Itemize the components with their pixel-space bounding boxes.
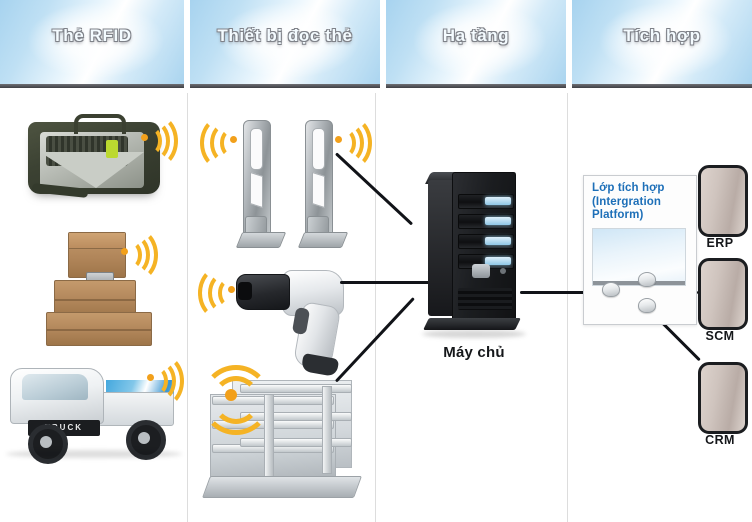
column-header-infrastructure[interactable]: Hạ tầng [386, 0, 566, 88]
gate-slot-lower [250, 171, 263, 209]
server-vent-grille [458, 288, 512, 310]
column-divider-2 [375, 93, 376, 522]
platform-connector-nub-bottom [638, 298, 656, 313]
server-drive-bay-2 [458, 214, 514, 229]
wave-arc-3 [114, 228, 158, 282]
wifi-wave-icon [120, 228, 162, 282]
box-bottom [46, 312, 152, 346]
rfid-gate-antenna-left [235, 120, 289, 250]
wave-arc-3 [134, 114, 178, 168]
hp-logo-icon [472, 264, 490, 278]
column-header-integration[interactable]: Tích hợp [572, 0, 752, 88]
truck-front-wheel [28, 424, 68, 464]
server-side-panel [428, 180, 454, 316]
connector-scanner-to-server [340, 281, 430, 284]
connector-server-to-platform [520, 291, 626, 294]
truck-windshield [22, 374, 88, 400]
column-header-integration-label: Tích hợp [623, 26, 701, 45]
column-header-tags[interactable]: Thẻ RFID [0, 0, 184, 88]
column-divider-3 [567, 93, 568, 522]
wave-arc-3 [200, 116, 244, 170]
column-divider-1 [187, 93, 188, 522]
wave-arc-3 [328, 116, 372, 170]
smart-shelf [201, 372, 363, 500]
platform-connector-nub-left [602, 282, 620, 297]
shelf-base [201, 476, 363, 498]
bag-handle [74, 114, 126, 134]
module-crm[interactable] [698, 362, 748, 434]
column-header-tags-label: Thẻ RFID [52, 26, 132, 45]
box-middle-seam [55, 299, 135, 301]
server-label: Máy chủ [443, 344, 505, 361]
broadcast-arc-2 [201, 365, 271, 435]
wifi-wave-icon [146, 354, 188, 408]
module-erp[interactable] [698, 165, 748, 237]
server-power-button[interactable] [500, 268, 506, 274]
platform-connector-nub-top [638, 272, 656, 287]
shelf-upright-2 [322, 386, 332, 474]
header-separator-2 [380, 0, 386, 93]
shelf-board-back-3 [240, 438, 352, 447]
header-separator-3 [566, 0, 572, 93]
handheld-rfid-scanner [236, 268, 351, 378]
header-separator-1 [184, 0, 190, 93]
gate-slot-upper [250, 128, 263, 170]
gate-foot [235, 232, 287, 248]
integration-platform-box[interactable]: Lớp tích hợp (Intergration Platform) [583, 175, 697, 325]
column-header-infrastructure-label: Hạ tầng [442, 26, 510, 45]
bag-green-accent [106, 140, 118, 158]
box-top-lid [69, 233, 125, 249]
wave-arc-3 [198, 266, 242, 320]
rfid-gate-antenna-right [297, 120, 351, 250]
column-header-readers[interactable]: Thiết bị đọc thẻ [190, 0, 380, 88]
server-tower [422, 172, 526, 340]
wifi-wave-icon [198, 266, 236, 320]
gate-slot-upper [312, 128, 325, 170]
truck-rear-wheel [126, 420, 166, 460]
module-scm[interactable] [698, 258, 748, 330]
truck-shadow [6, 450, 182, 458]
server-drive-bay-1 [458, 194, 514, 209]
column-header-readers-label: Thiết bị đọc thẻ [217, 26, 353, 45]
module-scm-label: SCM [705, 329, 735, 343]
integration-platform-title: Lớp tích hợp (Intergration Platform) [592, 182, 665, 221]
gate-foot [297, 232, 349, 248]
gate-slot-lower [312, 171, 325, 209]
wifi-wave-icon [334, 116, 374, 170]
box-bottom-seam [47, 329, 151, 331]
wave-arc-3 [140, 354, 184, 408]
bag-panel [40, 152, 144, 188]
server-shadow [422, 330, 526, 338]
wifi-wave-icon [140, 114, 182, 168]
header-band: Thẻ RFID Thiết bị đọc thẻ Hạ tầng Tích h… [0, 0, 752, 93]
wifi-wave-icon [200, 116, 238, 170]
antenna-broadcast-icon [198, 364, 271, 435]
server-base [423, 318, 521, 330]
server-drive-bay-3 [458, 234, 514, 249]
module-crm-label: CRM [705, 433, 735, 447]
module-erp-label: ERP [706, 236, 734, 250]
